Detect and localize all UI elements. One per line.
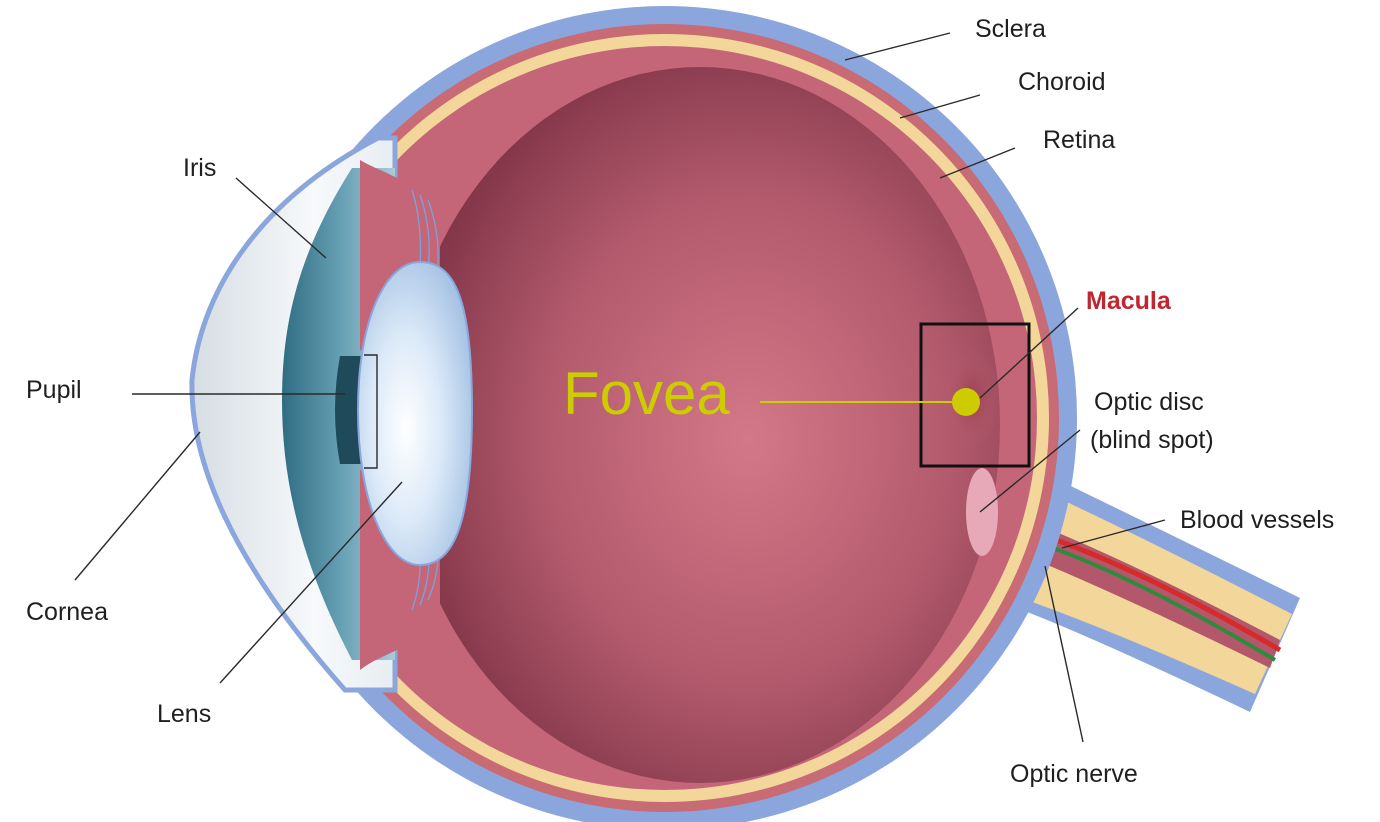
label-blood-vessels: Blood vessels (1180, 506, 1334, 534)
lens (358, 262, 472, 565)
label-macula: Macula (1086, 287, 1172, 315)
label-optic-nerve: Optic nerve (1010, 760, 1138, 788)
label-choroid: Choroid (1018, 68, 1106, 96)
label-fovea: Fovea (563, 360, 730, 427)
label-sclera: Sclera (975, 15, 1046, 43)
label-optic-disc-sub: (blind spot) (1090, 426, 1214, 454)
label-optic-disc: Optic disc (1094, 388, 1204, 416)
label-cornea: Cornea (26, 598, 108, 626)
optic-disc (966, 468, 998, 556)
label-retina: Retina (1043, 126, 1115, 154)
label-pupil: Pupil (26, 376, 82, 404)
label-lens: Lens (157, 700, 211, 728)
label-iris: Iris (183, 154, 216, 182)
fovea-dot (952, 388, 980, 416)
